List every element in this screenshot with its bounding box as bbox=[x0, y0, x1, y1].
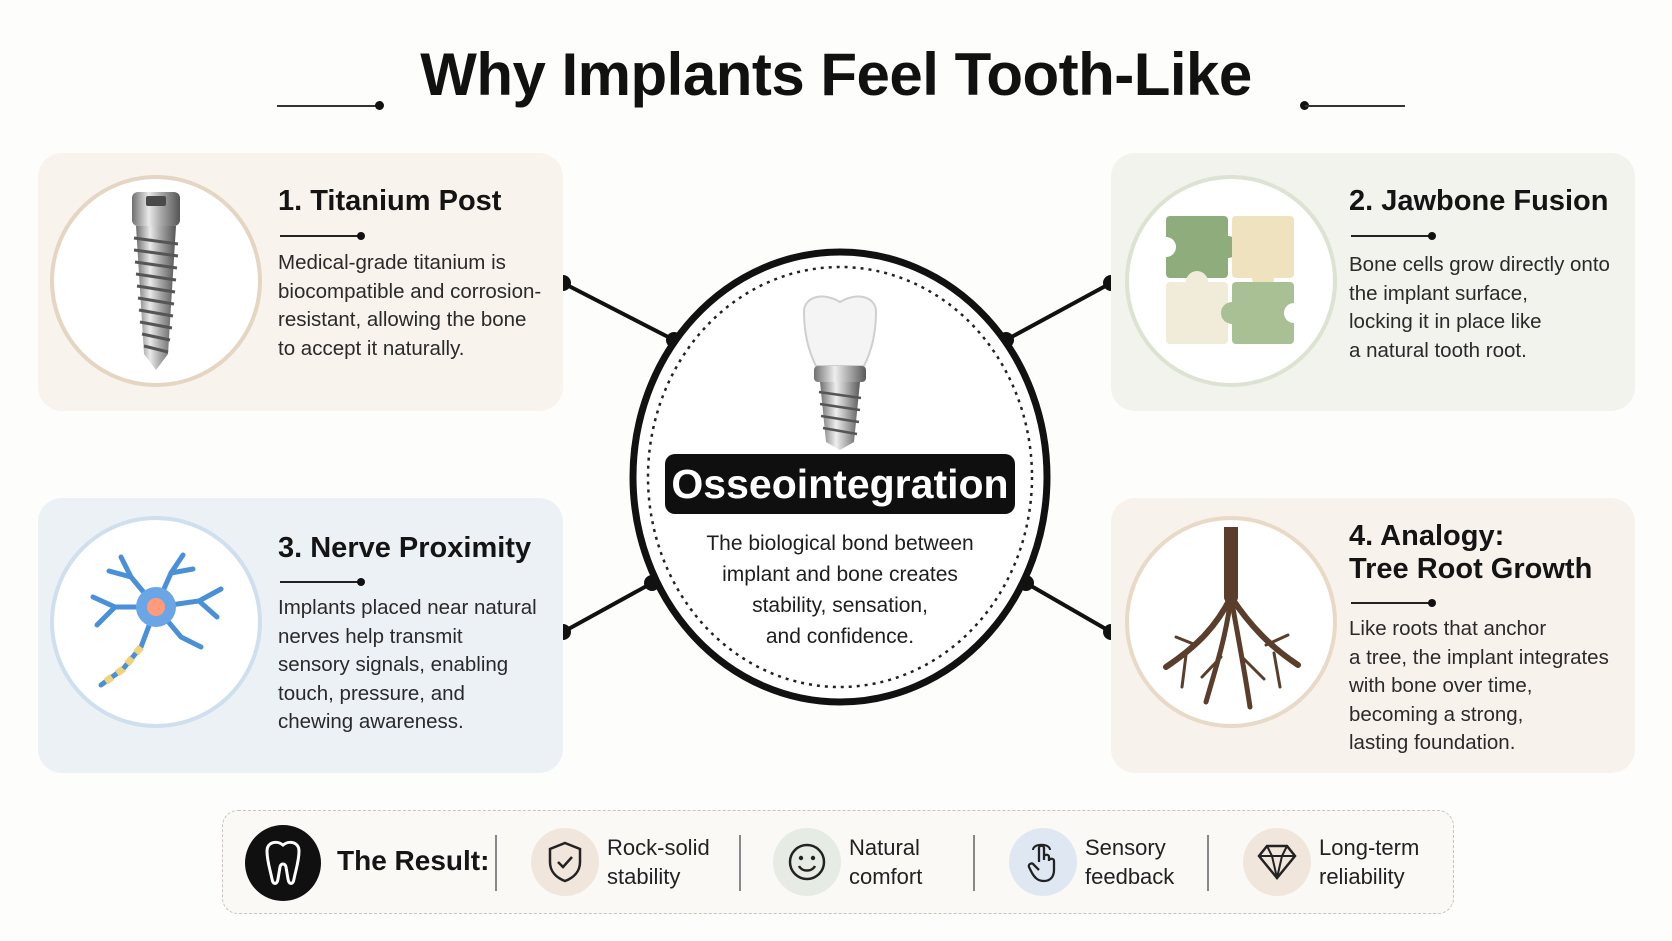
card-image-ring bbox=[50, 516, 262, 728]
diamond-icon bbox=[1243, 828, 1311, 896]
card-body: Bone cells grow directly onto the implan… bbox=[1349, 253, 1610, 362]
card-nerve-proximity: 3. Nerve Proximity Implants placed near … bbox=[38, 498, 563, 773]
touch-hand-icon bbox=[1009, 828, 1077, 896]
card-titanium-post: 1. Titanium Post Medical-grade titanium … bbox=[38, 153, 563, 411]
card-title-underline bbox=[1351, 599, 1436, 607]
card-title-underline bbox=[1351, 232, 1436, 240]
title-dot-right bbox=[1300, 101, 1309, 110]
result-bar: The Result: Rock-solid stability Natural… bbox=[222, 810, 1454, 914]
card-title: 2. Jawbone Fusion bbox=[1349, 185, 1609, 217]
result-separator bbox=[1207, 835, 1209, 891]
result-item-stability: Rock-solid stability bbox=[607, 835, 710, 889]
card-title-underline bbox=[280, 578, 365, 586]
card-image-ring bbox=[1125, 175, 1337, 387]
card-title: 1. Titanium Post bbox=[278, 185, 502, 217]
result-item-comfort: Natural comfort bbox=[849, 835, 923, 889]
card-body: Medical-grade titanium is biocompatible … bbox=[278, 251, 542, 360]
card-body: Implants placed near natural nerves help… bbox=[278, 596, 537, 733]
card-tree-root-analogy: 4. Analogy: Tree Root Growth Like roots … bbox=[1111, 498, 1635, 773]
connector-3 bbox=[562, 581, 653, 634]
tooth-icon bbox=[245, 825, 321, 901]
implant-tooth-icon bbox=[802, 295, 878, 450]
title-dot-left bbox=[375, 101, 384, 110]
connector-4 bbox=[1025, 581, 1112, 634]
result-title: The Result: bbox=[337, 845, 490, 876]
card-title: 3. Nerve Proximity bbox=[278, 532, 532, 564]
title-block: Why Implants Feel Tooth-Like bbox=[0, 30, 1672, 120]
titanium-screw-icon bbox=[132, 192, 180, 370]
result-separator bbox=[495, 835, 497, 891]
connector-1 bbox=[562, 281, 675, 342]
card-image-ring bbox=[50, 175, 262, 387]
osseointegration-hub: Osseointegration The biological bond bet… bbox=[627, 246, 1053, 708]
hub-label: Osseointegration bbox=[665, 454, 1015, 514]
card-jawbone-fusion: 2. Jawbone Fusion Bone cells grow direct… bbox=[1111, 153, 1635, 411]
title-rule-right bbox=[1305, 105, 1405, 107]
puzzle-pieces-icon bbox=[1156, 216, 1304, 344]
connector-2 bbox=[1005, 281, 1112, 342]
page-title: Why Implants Feel Tooth-Like bbox=[420, 41, 1252, 108]
smile-icon bbox=[773, 828, 841, 896]
result-separator bbox=[739, 835, 741, 891]
result-item-reliability: Long-term reliability bbox=[1319, 835, 1420, 889]
nerve-cell-icon bbox=[90, 552, 224, 688]
card-body: Like roots that anchor a tree, the impla… bbox=[1349, 617, 1609, 754]
tree-roots-icon bbox=[1163, 527, 1301, 710]
title-rule-left bbox=[277, 105, 377, 107]
card-title-underline bbox=[280, 232, 365, 240]
result-item-feedback: Sensory feedback bbox=[1085, 835, 1175, 889]
hub-description: The biological bond between implant and … bbox=[706, 532, 974, 648]
card-image-ring bbox=[1125, 516, 1337, 728]
result-separator bbox=[973, 835, 975, 891]
card-title: 4. Analogy: Tree Root Growth bbox=[1349, 520, 1593, 585]
shield-check-icon bbox=[531, 828, 599, 896]
